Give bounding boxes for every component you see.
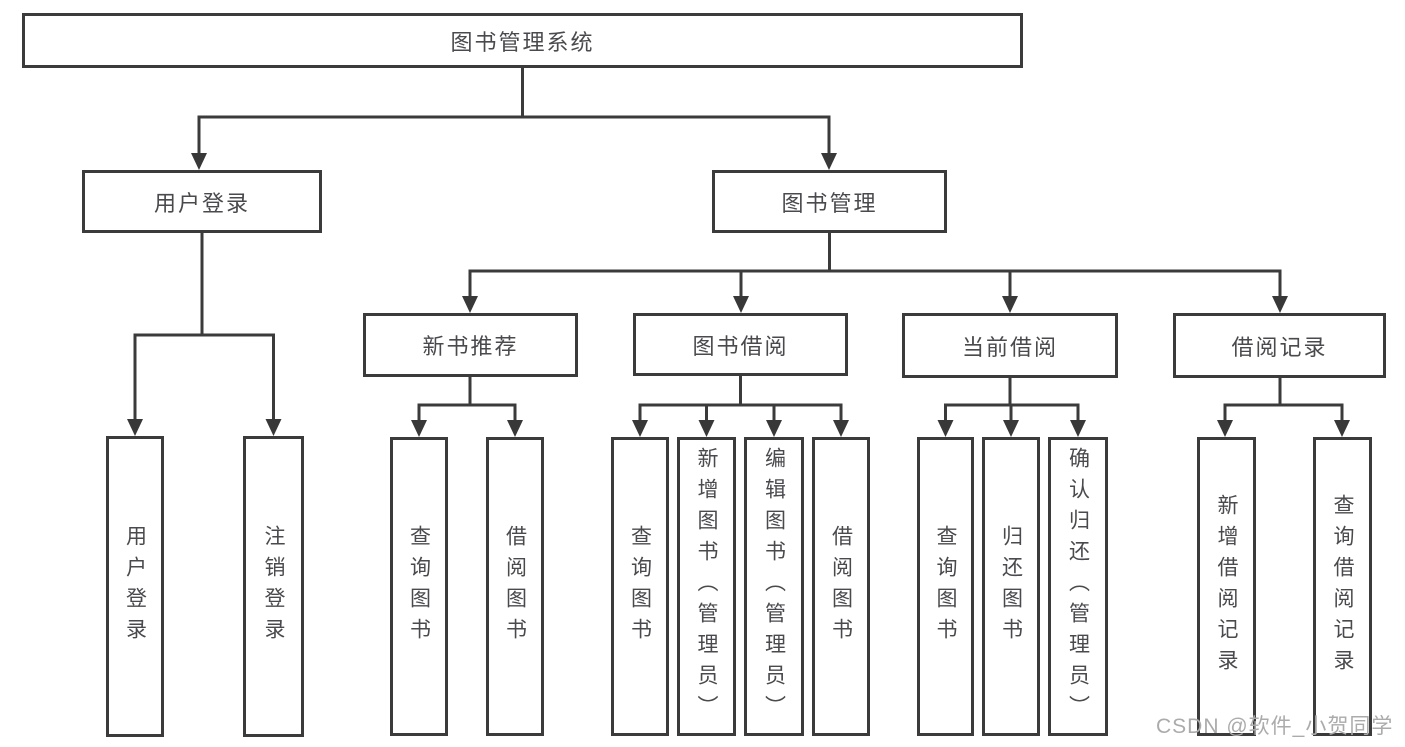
leaf-node-label: 编辑图书（管理员）: [762, 447, 786, 726]
root-node-label: 图书管理系统: [450, 29, 595, 55]
leaf-node-current-return-books: 归还图书: [982, 437, 1040, 736]
leaf-node-label: 新增图书（管理员）: [695, 447, 718, 726]
leaf-node-label: 用户登录: [123, 524, 147, 649]
leaf-node-label: 借阅图书: [829, 524, 853, 649]
leaf-node-recommend-borrow-books: 借阅图书: [486, 437, 544, 736]
branch-node-label: 新书推荐: [422, 334, 519, 359]
leaf-node-label: 归还图书: [999, 524, 1023, 649]
leaf-node-user-login: 用户登录: [106, 436, 164, 737]
branch-node-new-book-recommend: 新书推荐: [363, 313, 578, 377]
leaf-node-recommend-query-books: 查询图书: [390, 437, 448, 736]
csdn-watermark: CSDN @软件_小贺同学: [1156, 715, 1394, 738]
leaf-node-borrow-add-books-admin: 新增图书（管理员）: [677, 437, 736, 736]
leaf-node-label: 新增借阅记录: [1215, 493, 1238, 680]
leaf-node-borrow-edit-books-admin: 编辑图书（管理员）: [744, 437, 804, 736]
leaf-node-current-confirm-return-admin: 确认归还（管理员）: [1048, 437, 1108, 736]
leaf-node-current-query-books: 查询图书: [917, 437, 974, 736]
leaf-node-label: 查询图书: [628, 524, 652, 649]
branch-node-current-borrow: 当前借阅: [902, 313, 1118, 378]
leaf-node-logout: 注销登录: [243, 436, 304, 737]
branch-node-user-login: 用户登录: [82, 170, 322, 233]
leaf-node-label: 借阅图书: [503, 524, 527, 649]
leaf-node-label: 查询图书: [934, 524, 957, 649]
leaf-node-label: 查询借阅记录: [1331, 493, 1354, 680]
leaf-node-records-add-record: 新增借阅记录: [1197, 437, 1256, 736]
leaf-node-records-query-record: 查询借阅记录: [1313, 437, 1372, 736]
branch-node-book-management: 图书管理: [712, 170, 947, 233]
branch-node-label: 借阅记录: [1231, 334, 1328, 360]
leaf-node-label: 确认归还（管理员）: [1066, 447, 1090, 726]
branch-node-label: 图书管理: [781, 190, 878, 216]
branch-node-borrow-records: 借阅记录: [1173, 313, 1386, 378]
leaf-node-borrow-query-books: 查询图书: [611, 437, 669, 736]
branch-node-book-borrow: 图书借阅: [633, 313, 848, 376]
leaf-node-borrow-borrow-books: 借阅图书: [812, 437, 870, 736]
branch-node-label: 用户登录: [153, 190, 250, 216]
branch-node-label: 当前借阅: [961, 334, 1058, 360]
leaf-node-label: 查询图书: [407, 524, 431, 649]
branch-node-label: 图书借阅: [692, 333, 789, 359]
root-node-library-management-system: 图书管理系统: [22, 13, 1023, 68]
leaf-node-label: 注销登录: [262, 524, 285, 649]
